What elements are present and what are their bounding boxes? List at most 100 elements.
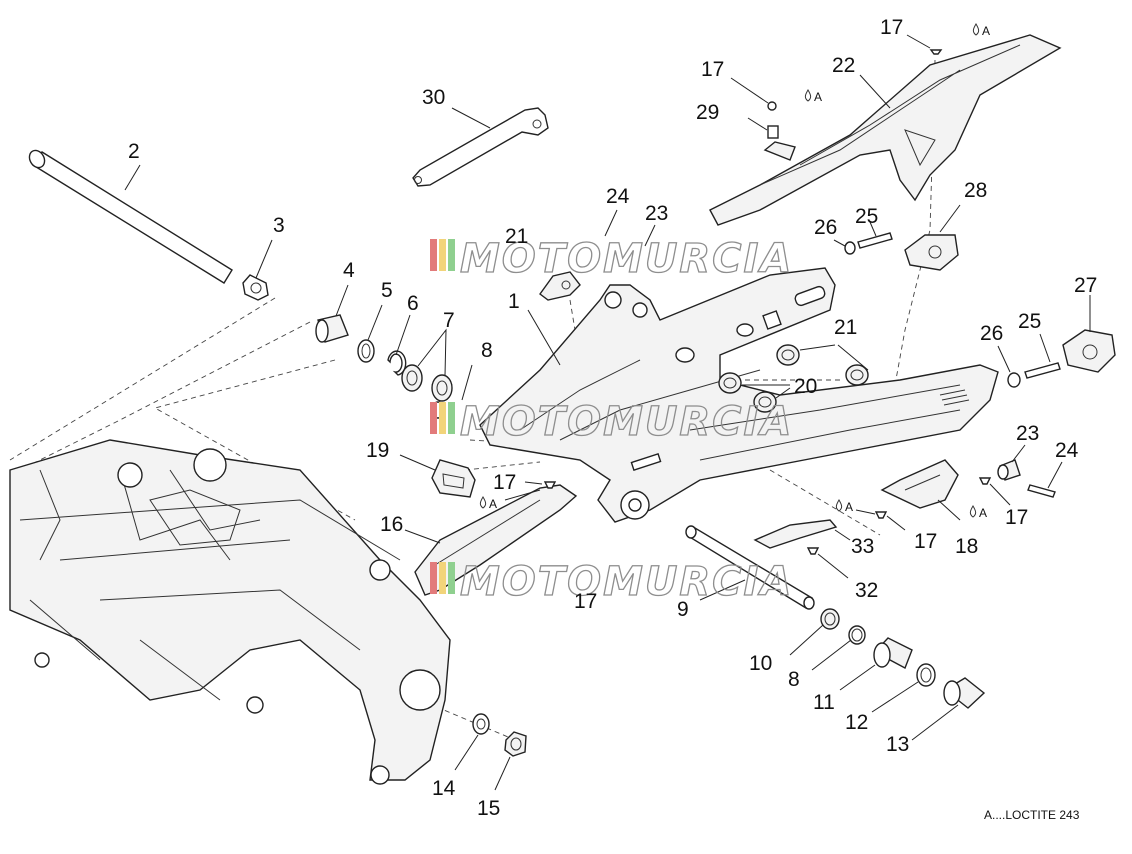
watermark-text-top: MOTOMURCIA xyxy=(460,236,793,282)
part-29-clip xyxy=(747,117,779,139)
watermark-logo-bottom: MOTOMURCIA xyxy=(430,558,793,606)
part-24-bolt-right xyxy=(1027,461,1063,498)
loctite-marker-right: A xyxy=(969,505,987,520)
part-1-swingarm xyxy=(479,267,999,523)
loctite-letter: A xyxy=(489,497,497,511)
callout-25-lower: 25 xyxy=(1018,310,1041,333)
callout-11: 11 xyxy=(813,691,835,714)
screw-17-top-a xyxy=(730,77,777,111)
part-26-washer-upper xyxy=(833,239,856,255)
callout-25-upper: 25 xyxy=(855,205,878,228)
callout-22: 22 xyxy=(832,54,855,77)
screw-17-right-a xyxy=(978,477,1011,506)
callout-10: 10 xyxy=(749,652,772,675)
callout-13: 13 xyxy=(886,733,909,756)
part-11-needle-bearing xyxy=(839,637,913,691)
part-30-bracket xyxy=(412,107,549,187)
part-10-ring xyxy=(789,608,840,656)
loctite-marker-mid: A xyxy=(479,496,497,511)
part-20-21-bushings xyxy=(718,344,869,413)
callout-labels: 2 3 30 4 5 6 7 8 1 24 23 21 17 17 22 29 … xyxy=(128,16,1097,820)
callout-26-upper: 26 xyxy=(814,216,837,239)
part-33-guide xyxy=(753,519,851,549)
loctite-marker-guard: A xyxy=(835,499,853,514)
loctite-note: A....LOCTITE 243 xyxy=(984,808,1080,822)
callout-8: 8 xyxy=(481,339,493,362)
loctite-letter: A xyxy=(979,506,987,520)
callout-32: 32 xyxy=(855,579,878,602)
callout-8-lower: 8 xyxy=(788,668,800,691)
screw-17-right-b xyxy=(855,509,906,531)
callout-24-right: 24 xyxy=(1055,439,1079,462)
callout-33: 33 xyxy=(851,535,874,558)
callout-17-clip: 17 xyxy=(701,58,724,81)
part-12-ring xyxy=(871,663,936,713)
callout-17-right: 17 xyxy=(1005,506,1028,529)
callout-21-right: 21 xyxy=(834,316,857,339)
part-28-adjuster xyxy=(904,204,961,271)
part-19-cover xyxy=(399,454,476,498)
callout-28: 28 xyxy=(964,179,987,202)
watermark-text-bottom: MOTOMURCIA xyxy=(460,559,793,605)
callout-17-mid: 17 xyxy=(493,471,516,494)
callout-30: 30 xyxy=(422,86,445,109)
part-25-bolt-lower xyxy=(1024,333,1061,379)
part-4-bushing xyxy=(315,284,349,343)
callout-leader-24-23-top xyxy=(604,209,656,247)
part-5-ring xyxy=(357,304,383,363)
part-7-bearings xyxy=(401,328,453,402)
part-6-circlip xyxy=(387,314,411,376)
callout-17-top-right: 17 xyxy=(880,16,903,39)
part-22-chain-guard xyxy=(709,34,1062,226)
part-23-spacer-right xyxy=(997,444,1026,481)
callout-16: 16 xyxy=(380,513,403,536)
callout-15: 15 xyxy=(477,797,500,820)
callout-24-top: 24 xyxy=(606,185,630,208)
callout-23-right: 23 xyxy=(1016,422,1039,445)
callout-17-slider: 17 xyxy=(574,590,597,613)
part-25-bolt-upper xyxy=(857,221,893,249)
part-31-plate xyxy=(539,271,581,301)
callout-17-guard: 17 xyxy=(914,530,937,553)
part-32-screw xyxy=(806,547,849,579)
callout-4: 4 xyxy=(343,259,355,282)
part-13-bushing xyxy=(911,677,986,741)
callout-12: 12 xyxy=(845,711,868,734)
callout-18: 18 xyxy=(955,535,978,558)
callout-6: 6 xyxy=(407,292,419,315)
callout-7: 7 xyxy=(443,309,455,332)
loctite-marker-top-right: A xyxy=(972,23,990,38)
callout-27: 27 xyxy=(1074,274,1097,297)
part-9-spindle xyxy=(685,525,815,610)
callout-29: 29 xyxy=(696,101,719,124)
part-15-nut xyxy=(494,731,527,791)
part-18-guard xyxy=(880,459,961,521)
callout-21-top: 21 xyxy=(505,225,528,248)
watermark-logo-top: MOTOMURCIA xyxy=(430,235,793,283)
screw-17-top-b xyxy=(906,34,943,55)
screw-17-mid xyxy=(504,481,557,501)
part-27-adjuster-right xyxy=(1062,295,1116,373)
callout-1: 1 xyxy=(508,290,520,313)
part-8-ring-lower xyxy=(811,625,866,671)
watermark-logo-middle: MOTOMURCIA xyxy=(430,398,793,446)
frame xyxy=(9,439,451,785)
part-2-pivot-shaft xyxy=(28,149,233,284)
loctite-letter: A xyxy=(814,90,822,104)
callout-5: 5 xyxy=(381,279,393,302)
callout-20: 20 xyxy=(794,375,817,398)
part-3-nut xyxy=(242,239,273,301)
watermark-text-middle: MOTOMURCIA xyxy=(460,399,793,445)
loctite-marker-clip: A xyxy=(804,89,822,104)
callout-23-top: 23 xyxy=(645,202,668,225)
callout-14: 14 xyxy=(432,777,456,800)
callout-2: 2 xyxy=(128,140,140,163)
callout-26-lower: 26 xyxy=(980,322,1003,345)
callout-19: 19 xyxy=(366,439,389,462)
loctite-markers: A A A A A xyxy=(479,23,990,520)
loctite-letter: A xyxy=(845,500,853,514)
callout-9: 9 xyxy=(677,598,689,621)
callout-3: 3 xyxy=(273,214,285,237)
